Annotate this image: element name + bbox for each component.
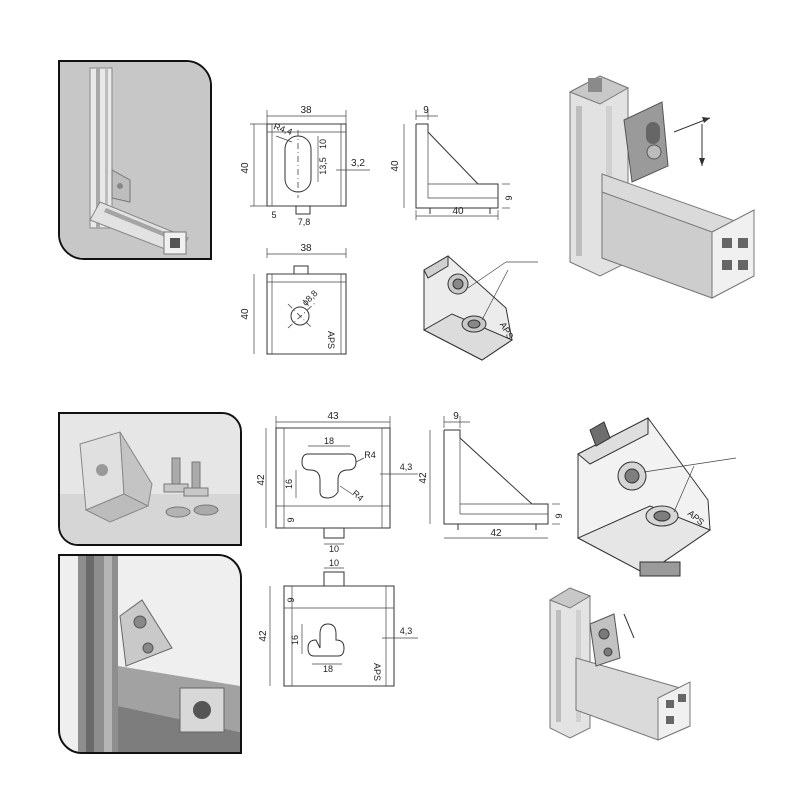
dim-42-height: 42 bbox=[256, 474, 267, 486]
dim-height: 40 bbox=[240, 162, 251, 174]
dim-bottom-height: 40 bbox=[240, 308, 251, 320]
drawing-profile-assembly-bottom bbox=[548, 587, 691, 741]
drawing-40-isometric: APS bbox=[422, 255, 538, 361]
photo-bracket-mounted-corner bbox=[58, 554, 242, 754]
brand-mark-42-bottom: APS bbox=[372, 663, 382, 681]
dim-side-top: 9 bbox=[423, 105, 429, 116]
drawing-42-isometric: APS bbox=[576, 417, 737, 577]
dim-42-side-foot: 9 bbox=[554, 513, 564, 518]
drawing-40-front-view: 38 40 R4,4 10 13,5 3,2 5 7,8 bbox=[240, 105, 370, 227]
dim-42-radius-lower: R4 bbox=[350, 488, 365, 503]
bracket-mounted-corner-image bbox=[60, 556, 240, 752]
brand-mark-40-bottom: APS bbox=[326, 331, 336, 349]
dim-42-bottom-wall: 4,3 bbox=[400, 626, 413, 636]
photo-bracket-with-bolts bbox=[58, 412, 242, 546]
drawing-42-bottom-view: 10 18 16 9 42 4,3 APS bbox=[258, 558, 418, 687]
profile-bracket-assembly-image bbox=[60, 62, 210, 258]
bracket-with-bolts-image bbox=[60, 414, 240, 544]
drawing-profile-assembly-top bbox=[568, 75, 755, 299]
dim-side-foot: 9 bbox=[504, 195, 514, 200]
dim-slot-length: 13,5 bbox=[318, 157, 328, 175]
dim-side-base: 40 bbox=[452, 206, 464, 217]
drawing-40-bottom-view: 38 ϕ8,8 APS 40 bbox=[240, 243, 347, 355]
dim-42-side-top: 9 bbox=[453, 411, 459, 422]
dim-42-bottom-tab: 10 bbox=[329, 558, 339, 568]
dim-42-side-base: 42 bbox=[490, 528, 502, 539]
dim-42-bottom-slot-height: 16 bbox=[290, 635, 300, 645]
dim-42-bottom-height: 42 bbox=[258, 630, 269, 642]
dim-42-bottom-slot-width: 18 bbox=[323, 664, 333, 674]
dim-42-radius-upper: R4 bbox=[364, 450, 376, 460]
dim-42-slot-height: 16 bbox=[284, 479, 294, 489]
dim-slot-top: 10 bbox=[318, 139, 328, 149]
drawing-40-side-view: 9 40 40 9 bbox=[390, 105, 514, 220]
dim-bottom-width: 38 bbox=[300, 243, 312, 254]
dim-42-bottom-lip: 9 bbox=[286, 597, 296, 602]
dim-tab: 7,8 bbox=[298, 217, 311, 227]
dim-42-width: 43 bbox=[327, 411, 339, 422]
dim-width: 38 bbox=[300, 105, 312, 116]
dim-42-lip: 9 bbox=[286, 517, 296, 522]
dim-lip: 5 bbox=[271, 210, 276, 220]
dim-wall: 3,2 bbox=[351, 158, 365, 169]
photo-profile-bracket-assembly bbox=[58, 60, 212, 260]
dim-42-side-height: 42 bbox=[418, 472, 429, 484]
drawing-42-side-view: 9 42 42 9 bbox=[418, 411, 564, 539]
dim-bottom-hole: ϕ8,8 bbox=[300, 288, 319, 307]
dim-side-height: 40 bbox=[390, 160, 401, 172]
dim-42-wall: 4,3 bbox=[400, 462, 413, 472]
dim-42-tab: 10 bbox=[329, 544, 339, 554]
dim-42-slot-width: 18 bbox=[324, 436, 334, 446]
drawing-42-front-view: 43 18 16 R4 R4 42 4,3 9 10 bbox=[256, 411, 418, 554]
